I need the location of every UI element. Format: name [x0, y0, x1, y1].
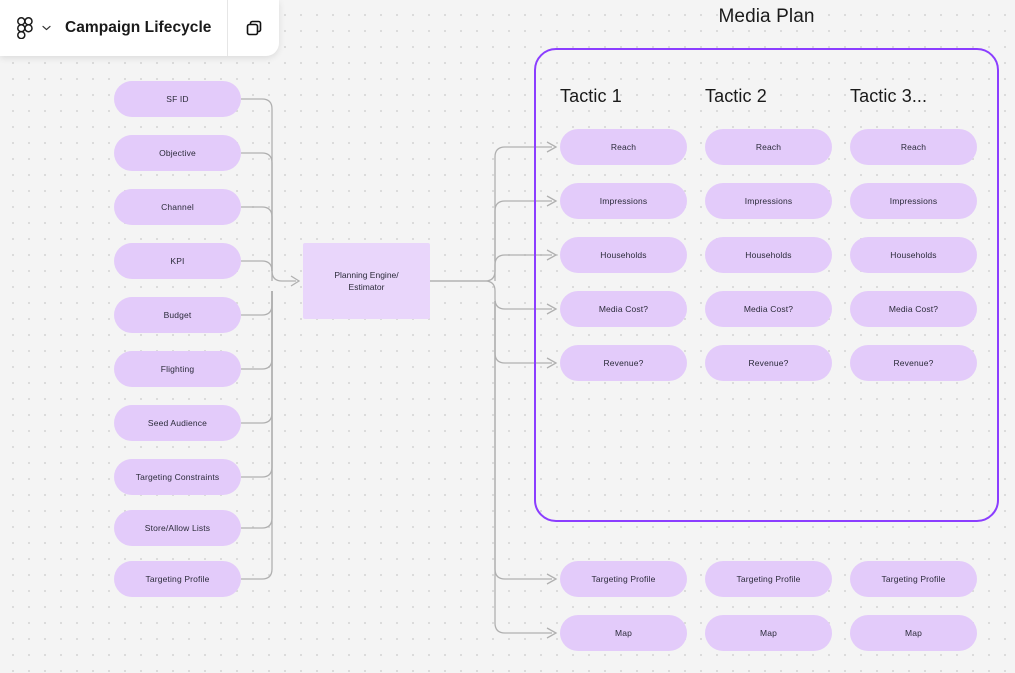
tactic-column-header: Tactic 1 [560, 86, 622, 106]
toolbar-left-section: Campaign Lifecycle [0, 0, 227, 56]
tactic-metric-card[interactable]: Households [850, 237, 977, 273]
toolbar-divider [227, 0, 229, 56]
input-node[interactable]: Flighting [114, 351, 241, 387]
planning-engine-line1: Planning Engine/ [334, 269, 399, 280]
tactic-metric-card[interactable]: Media Cost? [560, 291, 687, 327]
tactic-outside-card[interactable]: Targeting Profile [705, 561, 832, 597]
tactic-column-header: Tactic 2 [705, 86, 767, 106]
input-node[interactable]: Store/Allow Lists [114, 510, 241, 546]
tactic-outside-card[interactable]: Map [705, 615, 832, 651]
document-title: Campaign Lifecycle [65, 19, 212, 36]
chevron-down-icon[interactable] [42, 24, 51, 33]
tactic-outside-card[interactable]: Targeting Profile [560, 561, 687, 597]
planning-engine-line2: Estimator [348, 282, 385, 292]
app-toolbar: Campaign Lifecycle [0, 0, 280, 56]
media-plan-frame[interactable] [534, 48, 999, 522]
tactic-metric-card[interactable]: Impressions [705, 183, 832, 219]
tactic-outside-card[interactable]: Map [850, 615, 977, 651]
tactic-metric-card[interactable]: Revenue? [850, 345, 977, 381]
input-node[interactable]: Targeting Profile [114, 561, 241, 597]
tactic-metric-card[interactable]: Households [705, 237, 832, 273]
tactic-metric-card[interactable]: Households [560, 237, 687, 273]
tactic-metric-card[interactable]: Media Cost? [705, 291, 832, 327]
input-node[interactable]: Budget [114, 297, 241, 333]
input-node[interactable]: SF ID [114, 81, 241, 117]
input-node[interactable]: Seed Audience [114, 405, 241, 441]
tactic-metric-card[interactable]: Impressions [560, 183, 687, 219]
input-wires [241, 98, 301, 580]
tactic-metric-card[interactable]: Reach [560, 129, 687, 165]
tactic-outside-card[interactable]: Targeting Profile [850, 561, 977, 597]
planning-engine-node[interactable]: Planning Engine/ Estimator [303, 243, 430, 319]
planning-engine-label: Planning Engine/ Estimator [334, 269, 398, 294]
tactic-metric-card[interactable]: Impressions [850, 183, 977, 219]
tactic-metric-card[interactable]: Revenue? [705, 345, 832, 381]
input-node[interactable]: Targeting Constraints [114, 459, 241, 495]
toolbar-right-section [228, 0, 279, 56]
tactic-metric-card[interactable]: Reach [705, 129, 832, 165]
input-node[interactable]: KPI [114, 243, 241, 279]
figjam-logo-icon[interactable] [17, 17, 33, 39]
tactic-outside-card[interactable]: Map [560, 615, 687, 651]
media-plan-title: Media Plan [718, 6, 815, 27]
tactic-metric-card[interactable]: Revenue? [560, 345, 687, 381]
tactic-metric-card[interactable]: Reach [850, 129, 977, 165]
input-node[interactable]: Objective [114, 135, 241, 171]
input-node[interactable]: Channel [114, 189, 241, 225]
tactic-column-header: Tactic 3... [850, 86, 928, 106]
tactic-metric-card[interactable]: Media Cost? [850, 291, 977, 327]
duplicate-squares-icon[interactable] [243, 17, 265, 39]
